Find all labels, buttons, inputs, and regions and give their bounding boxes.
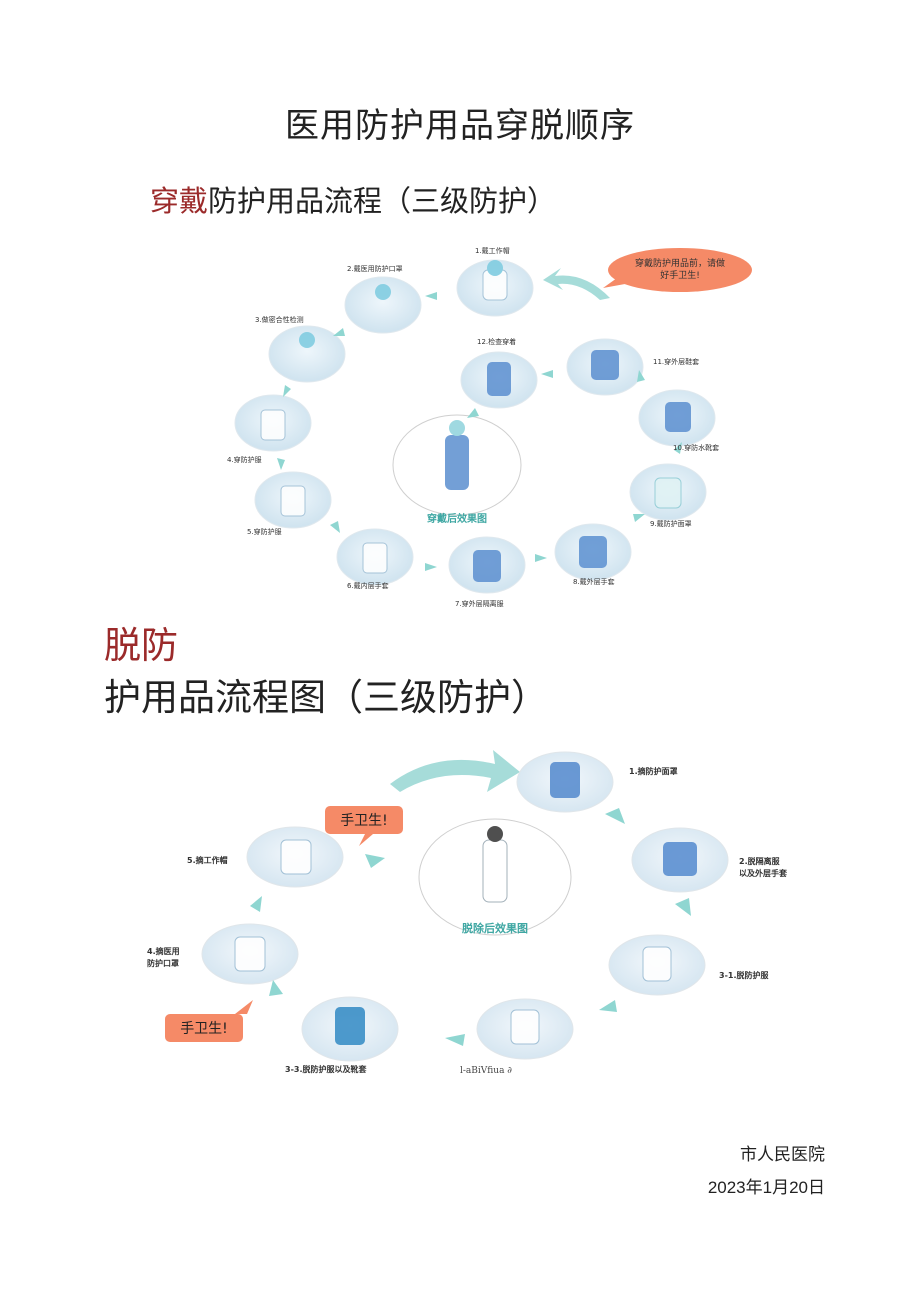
page-title: 医用防护用品穿脱顺序 [285,106,635,146]
garbled-caption: l-aBiVfiua ∂ [460,1066,512,1076]
hand-hygiene-bubble: 穿戴防护用品前，请做 好手卫生! [603,248,752,292]
don-center-caption: 穿戴后效果图 [427,512,487,525]
donning-flow-diagram: 穿戴防护用品前，请做 好手卫生! [227,246,752,608]
don-step-label-2: 2.戴医用防护口罩 [347,264,403,273]
don-heading-lead: 穿戴 [150,184,209,218]
doff-center-caption: 脱除后效果图 [462,921,528,935]
don-heading-rest: 防护用品流程（三级防护） [208,184,557,218]
don-step-label-4: 4.穿防护服 [227,455,262,464]
document-date: 2023年1月20日 [707,1178,825,1197]
don-step-label-6: 6.戴内层手套 [347,581,389,590]
flow-arrows [277,292,682,571]
doff-section-heading: 脱防护用品流程图（三级防护） [104,620,604,724]
hand-hygiene-bubble-bottom: 手卫生! [165,1000,253,1042]
don-step-label-10: 10.穿防水靴套 [673,443,719,452]
photo-step-3 [268,325,346,383]
photo-step-2 [344,276,422,334]
don-step-label-7: 7.穿外层隔离服 [455,599,504,608]
don-step-label-12: 12.检查穿着 [477,337,516,346]
don-step-label-9: 9.戴防护面罩 [650,519,692,528]
doff-step-label-2a: 2.脱隔离服 [739,856,781,866]
doffing-flow-diagram: 手卫生! 手卫生! 1.摘防护面罩 2.脱隔离服 以及外层手套 3-1.脱防护服… [147,750,788,1076]
bubble-top-text: 手卫生! [340,813,388,829]
doff-heading-rest: 护用品流程图（三级防护） [104,676,548,719]
doff-heading-lead: 脱防 [104,624,178,667]
doff-step-label-3-3: 3-3.脱防护服以及靴套 [285,1064,367,1074]
hospital-name: 市人民医院 [740,1145,825,1164]
don-section-heading: 穿戴防护用品流程（三级防护） [150,178,556,220]
don-step-label-1: 1.戴工作帽 [475,246,510,255]
don-step-label-8: 8.戴外层手套 [573,577,615,586]
bubble-line-1: 穿戴防护用品前，请做 [635,257,725,269]
bubble-line-2: 好手卫生! [660,269,700,281]
don-step-label-11: 11.穿外层鞋套 [653,357,699,366]
bubble-bottom-text: 手卫生! [180,1021,228,1037]
doff-step-label-5: 5.摘工作帽 [187,855,228,865]
don-step-label-3: 3.做密合性检测 [255,315,304,324]
don-step-label-5: 5.穿防护服 [247,527,282,536]
doff-step-label-4a: 4.摘医用 [147,946,180,956]
doff-step-label-3-1: 3-1.脱防护服 [719,970,769,980]
doff-step-label-1: 1.摘防护面罩 [629,766,678,776]
doff-step-label-4b: 防护口罩 [147,958,179,968]
doff-step-label-2b: 以及外层手套 [739,868,788,878]
top-flow-arrow-icon [390,750,520,792]
hand-hygiene-bubble-top: 手卫生! [325,806,403,846]
start-arrow-icon [543,268,610,300]
step-photos [234,259,716,594]
